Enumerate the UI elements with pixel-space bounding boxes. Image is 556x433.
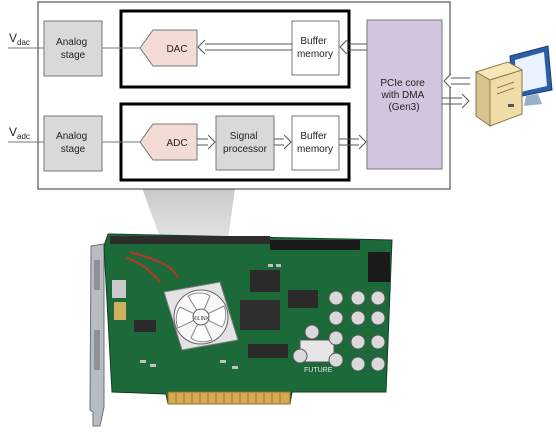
vadc-label: Vadc	[9, 125, 30, 141]
pcie-gold-finger	[167, 391, 291, 405]
adc-label: ADC	[166, 138, 187, 149]
fan-label: XILINX	[193, 316, 210, 322]
buffer-memory-bottom-label: Buffer memory	[297, 131, 333, 155]
signal-processor-to-buffer-arrow	[274, 134, 292, 150]
adc-to-signal-processor-arrow	[197, 134, 216, 150]
buffer-top-to-dac-arrow	[197, 39, 292, 55]
signal-processor-box	[215, 115, 275, 171]
buffer-memory-top-label: Buffer memory	[297, 36, 333, 60]
board-brand-label: FUTURE	[304, 367, 333, 374]
buffer-memory-top-box	[291, 20, 340, 76]
adc-block	[139, 123, 198, 161]
buffer-memory-bottom-box	[291, 115, 340, 171]
pcie-to-buffer-top-arrow	[339, 39, 367, 55]
analog-stage-bottom-box	[43, 115, 103, 172]
fpga-card-photo: XILINX FUTURE	[89, 233, 393, 427]
pcie-host-arrows	[442, 73, 470, 109]
pcie-core-label: PCIe core with DMA (Gen3)	[380, 78, 427, 113]
buffer-bottom-to-pcie-arrow	[339, 134, 367, 150]
dac-label: DAC	[166, 44, 187, 55]
analog-stage-top-label: Analog stage	[56, 37, 90, 61]
analog-stage-top-box	[43, 20, 103, 77]
vdac-label: Vdac	[9, 31, 30, 47]
signal-processor-label: Signal processor	[223, 131, 268, 155]
host-computer-icon	[474, 45, 553, 127]
pcie-core-box	[366, 19, 443, 170]
dac-block	[139, 29, 198, 67]
analog-stage-bottom-label: Analog stage	[56, 131, 90, 155]
